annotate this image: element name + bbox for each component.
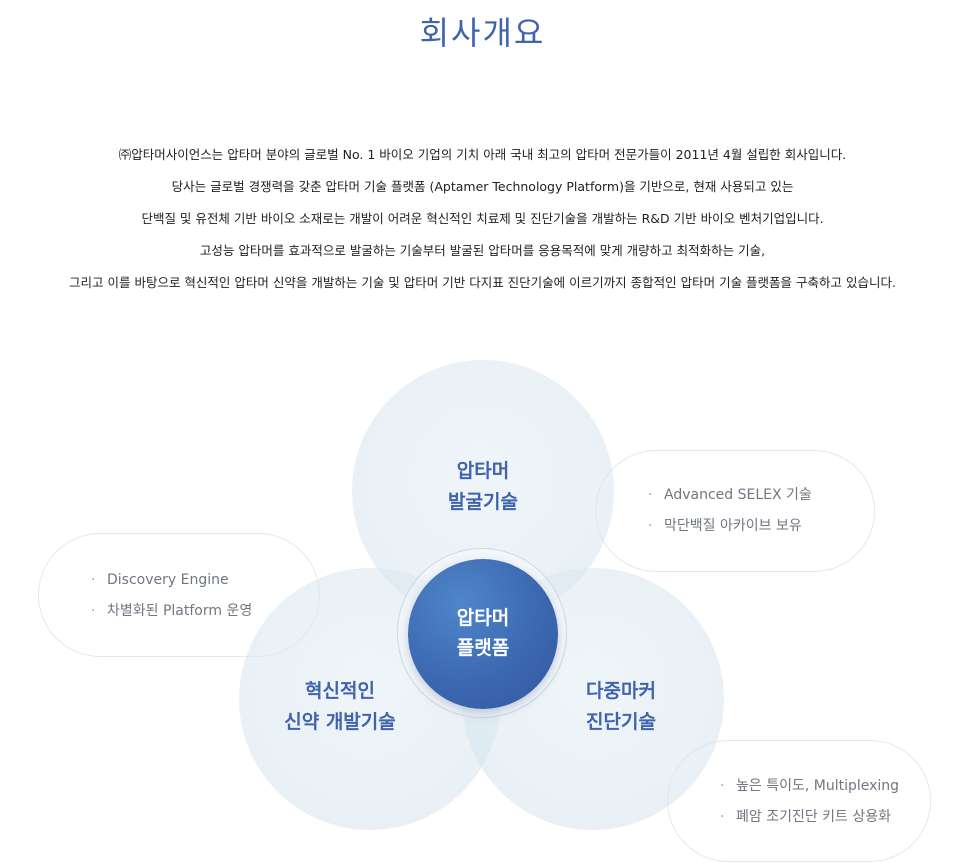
intro-line: ㈜압타머사이언스는 압타머 분야의 글로벌 No. 1 바이오 기업의 기치 아…	[118, 147, 847, 162]
feature-item: · 차별화된 Platform 운영	[91, 601, 319, 632]
intro-line: 단백질 및 유전체 기반 바이오 소재로는 개발이 어려운 혁신적인 치료제 및…	[141, 211, 824, 226]
feature-item: · 높은 특이도, Multiplexing	[720, 776, 930, 807]
bullet-dot: ·	[648, 518, 653, 534]
center-circle-label: 압타머 플랫폼	[408, 603, 558, 663]
label-line: 진단기술	[586, 711, 656, 733]
label-line: 다중마커	[586, 680, 656, 702]
intro-text: ㈜압타머사이언스는 압타머 분야의 글로벌 No. 1 바이오 기업의 기치 아…	[0, 146, 965, 306]
feature-item: · Discovery Engine	[91, 570, 319, 601]
label-line: 압타머	[456, 607, 510, 629]
feature-text: 폐암 조기진단 키트 상용화	[736, 809, 892, 825]
discovery-circle-label: 압타머 발굴기술	[383, 456, 583, 518]
diagnostics-circle-label: 다중마커 진단기술	[521, 676, 721, 738]
label-line: 발굴기술	[448, 491, 518, 513]
label-line: 압타머	[456, 460, 510, 482]
intro-line: 당사는 글로벌 경쟁력을 갖춘 압타머 기술 플랫폼 (Aptamer Tech…	[171, 179, 794, 194]
feature-text: 막단백질 아카이브 보유	[664, 518, 802, 534]
center-circle	[408, 559, 558, 709]
feature-text: 높은 특이도, Multiplexing	[736, 778, 900, 794]
feature-item: · Advanced SELEX 기술	[648, 485, 874, 516]
drug-features-pill: · Discovery Engine · 차별화된 Platform 운영	[38, 533, 320, 657]
bullet-dot: ·	[91, 603, 96, 619]
drug-circle-label: 혁신적인 신약 개발기술	[240, 676, 440, 738]
diagnostics-features-pill: · 높은 특이도, Multiplexing · 폐암 조기진단 키트 상용화	[667, 740, 931, 862]
label-line: 신약 개발기술	[284, 711, 396, 733]
label-line: 혁신적인	[305, 680, 375, 702]
feature-item: · 폐암 조기진단 키트 상용화	[720, 807, 930, 838]
label-line: 플랫폼	[456, 637, 510, 659]
feature-text: Advanced SELEX 기술	[664, 487, 812, 503]
feature-text: 차별화된 Platform 운영	[107, 603, 253, 619]
bullet-dot: ·	[648, 487, 653, 503]
intro-line: 고성능 압타머를 효과적으로 발굴하는 기술부터 발굴된 압타머를 응용목적에 …	[199, 243, 766, 258]
page-title: 회사개요	[419, 14, 546, 52]
bullet-dot: ·	[720, 809, 725, 825]
bullet-dot: ·	[91, 572, 96, 588]
discovery-features-pill: · Advanced SELEX 기술 · 막단백질 아카이브 보유	[595, 450, 875, 572]
intro-line: 그리고 이를 바탕으로 혁신적인 압타머 신약을 개발하는 기술 및 압타머 기…	[69, 275, 896, 290]
feature-item: · 막단백질 아카이브 보유	[648, 516, 874, 547]
feature-text: Discovery Engine	[107, 572, 229, 588]
bullet-dot: ·	[720, 778, 725, 794]
